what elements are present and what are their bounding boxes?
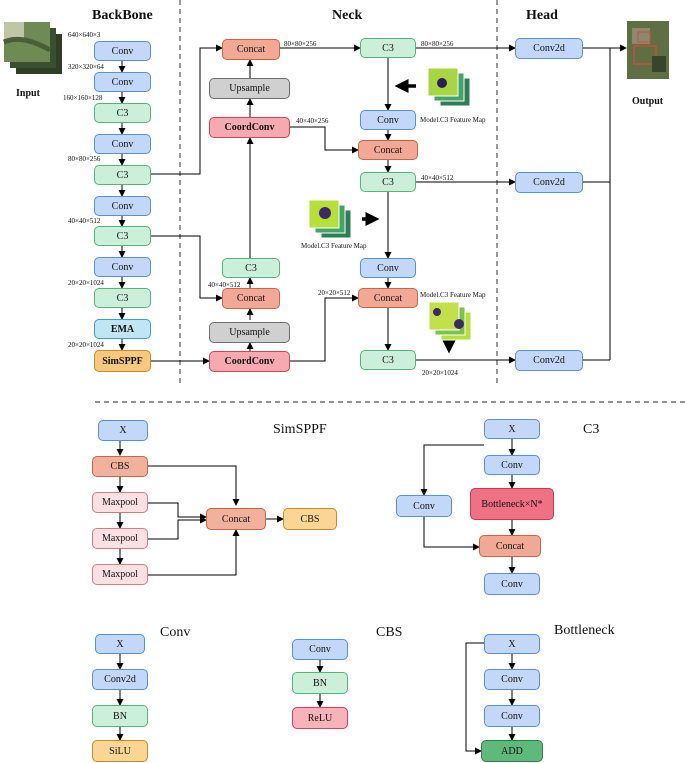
section-dividers [95, 0, 685, 403]
sppf-maxpool-3: Maxpool [92, 564, 148, 585]
sppf-x: X [98, 420, 148, 441]
c3-bottleneck: Bottleneck×N* [470, 488, 554, 520]
c3-conv-1: Conv [484, 455, 540, 475]
backbone-ema: EMA [94, 319, 151, 339]
bottleneck-x: X [484, 634, 540, 654]
size-label-640: 640×640×3 [68, 31, 101, 39]
neck-concat-1: Concat [222, 39, 280, 60]
sppf-cbs-1: CBS [92, 456, 148, 477]
size-label-20-a: 20×20×1024 [68, 279, 104, 287]
output-satellite-image [627, 21, 669, 79]
legend-c3-title: C3 [583, 422, 600, 437]
output-label: Output [632, 96, 664, 107]
neck-upsample-1: Upsample [209, 78, 290, 99]
bottleneck-arrows [465, 642, 516, 755]
backbone-conv-3: Conv [94, 134, 151, 154]
neck-arrows [150, 44, 516, 365]
bottleneck-conv-1: Conv [484, 669, 540, 690]
backbone-title: BackBone [92, 8, 153, 23]
sppf-cbs-2: CBS [283, 508, 337, 530]
neck-size-2: 80×80×256 [421, 40, 454, 48]
head-title: Head [526, 8, 558, 23]
feature-map-label-1: Model.C3 Feature Map [420, 116, 486, 124]
sppf-concat: Concat [206, 508, 266, 530]
conv-conv2d: Conv2d [92, 669, 148, 690]
sppf-arrows [116, 441, 284, 576]
neck-coordconv-2: CoordConv [209, 351, 290, 372]
sppf-maxpool-2: Maxpool [92, 528, 148, 549]
feature-map-2-image [309, 200, 352, 239]
c3-arrows [420, 439, 516, 574]
c3-x: X [484, 419, 540, 439]
neck-size-6: 20×20×512 [318, 289, 351, 297]
cbs-bn: BN [292, 672, 348, 694]
feature-map-1-image [428, 68, 471, 107]
legend-conv-title: Conv [160, 625, 191, 640]
neck-concat-b: Concat [358, 288, 418, 308]
sppf-maxpool-1: Maxpool [92, 492, 148, 513]
neck-coordconv-1: CoordConv [209, 117, 290, 138]
backbone-conv-5: Conv [94, 257, 151, 277]
c3-conv-2: Conv [396, 495, 452, 517]
legend-simsppf-title: SimSPPF [273, 422, 327, 437]
bottleneck-add: ADD [481, 740, 543, 762]
neck-size-7: 20×20×1024 [422, 369, 458, 377]
size-label-20-b: 20×20×1024 [68, 341, 104, 349]
backbone-conv-4: Conv [94, 196, 151, 216]
cbs-relu: ReLU [292, 707, 348, 729]
neck-size-1: 80×80×256 [284, 40, 317, 48]
neck-size-4: 40×40×512 [421, 174, 454, 182]
bottleneck-conv-2: Conv [484, 705, 540, 727]
neck-conv-top: Conv [360, 110, 416, 130]
cbs-conv: Conv [292, 639, 348, 660]
neck-conv-b: Conv [360, 258, 416, 278]
neck-c3-b: C3 [360, 172, 416, 192]
conv-silu: SiLU [92, 740, 148, 762]
backbone-c3-3: C3 [94, 226, 151, 246]
feature-map-label-3: Model.C3 Feature Map [420, 291, 486, 299]
size-label-40: 40×40×512 [68, 217, 101, 225]
size-label-80: 80×80×256 [68, 155, 101, 163]
head-merge-lines [583, 44, 627, 361]
input-label: Input [16, 88, 40, 99]
head-conv2d-3: Conv2d [515, 350, 583, 371]
neck-upsample-2: Upsample [209, 322, 290, 343]
neck-c3-top: C3 [360, 38, 416, 58]
neck-size-3: 40×40×256 [296, 117, 329, 125]
neck-c3-bottom: C3 [360, 350, 416, 370]
neck-title: Neck [332, 8, 363, 23]
backbone-conv-1: Conv [94, 41, 151, 61]
feature-map-label-2: Model.C3 Feature Map [301, 242, 367, 250]
conv-bn: BN [92, 705, 148, 727]
backbone-c3-4: C3 [94, 288, 151, 308]
head-conv2d-2: Conv2d [515, 172, 583, 193]
legend-cbs-title: CBS [376, 625, 403, 640]
backbone-c3-1: C3 [94, 103, 151, 123]
head-conv2d-1: Conv2d [515, 38, 583, 59]
input-satellite-image [2, 22, 62, 74]
neck-concat-2: Concat [222, 288, 280, 309]
neck-concat-top: Concat [358, 140, 418, 160]
conv-x: X [95, 634, 145, 654]
backbone-simsppf: SimSPPF [94, 350, 151, 372]
neck-size-5: 40×40×512 [208, 281, 241, 289]
legend-bottleneck-title: Bottleneck [554, 623, 615, 638]
neck-c3-mid: C3 [222, 258, 280, 278]
size-label-160: 160×160×128 [63, 94, 103, 102]
c3-conv-3: Conv [484, 573, 540, 595]
size-label-320: 320×320×64 [68, 63, 104, 71]
c3-concat: Concat [479, 535, 541, 557]
feature-map-3-image [429, 302, 472, 341]
backbone-conv-2: Conv [94, 72, 151, 92]
backbone-c3-2: C3 [94, 165, 151, 185]
